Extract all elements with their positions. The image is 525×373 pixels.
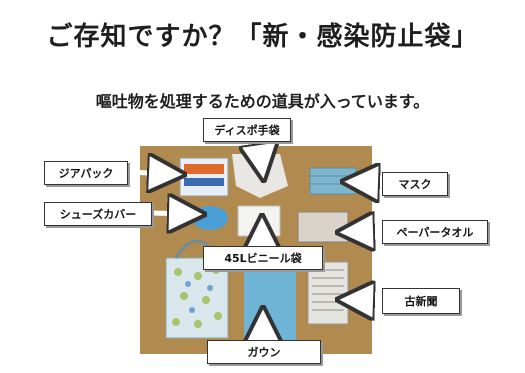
paper-towel-item — [297, 211, 349, 243]
label-shoe-cover: シューズカバー — [44, 202, 152, 226]
zip-bag-item — [179, 157, 229, 197]
vinyl-bag-item — [237, 205, 281, 237]
label-vinyl-bag: 45Lビニール袋 — [203, 246, 323, 270]
slide-title: ご存知ですか？「新・感染防止袋」 — [46, 22, 479, 52]
label-gown: ガウン — [207, 340, 321, 364]
mask-item — [309, 167, 357, 195]
shoe-cover-item — [192, 206, 228, 230]
newspaper-item — [307, 261, 349, 325]
label-newspaper: 古新聞 — [382, 288, 460, 314]
label-gloves: ディスポ手袋 — [203, 118, 291, 142]
label-mask: マスク — [382, 172, 448, 196]
label-paper-towel: ペーパータオル — [382, 220, 488, 244]
gown-item — [244, 258, 296, 348]
slide-subtitle: 嘔吐物を処理するための道具が入っています。 — [95, 92, 430, 111]
gloves-item — [232, 154, 288, 198]
label-zip-bag: ジアパック — [44, 161, 128, 185]
